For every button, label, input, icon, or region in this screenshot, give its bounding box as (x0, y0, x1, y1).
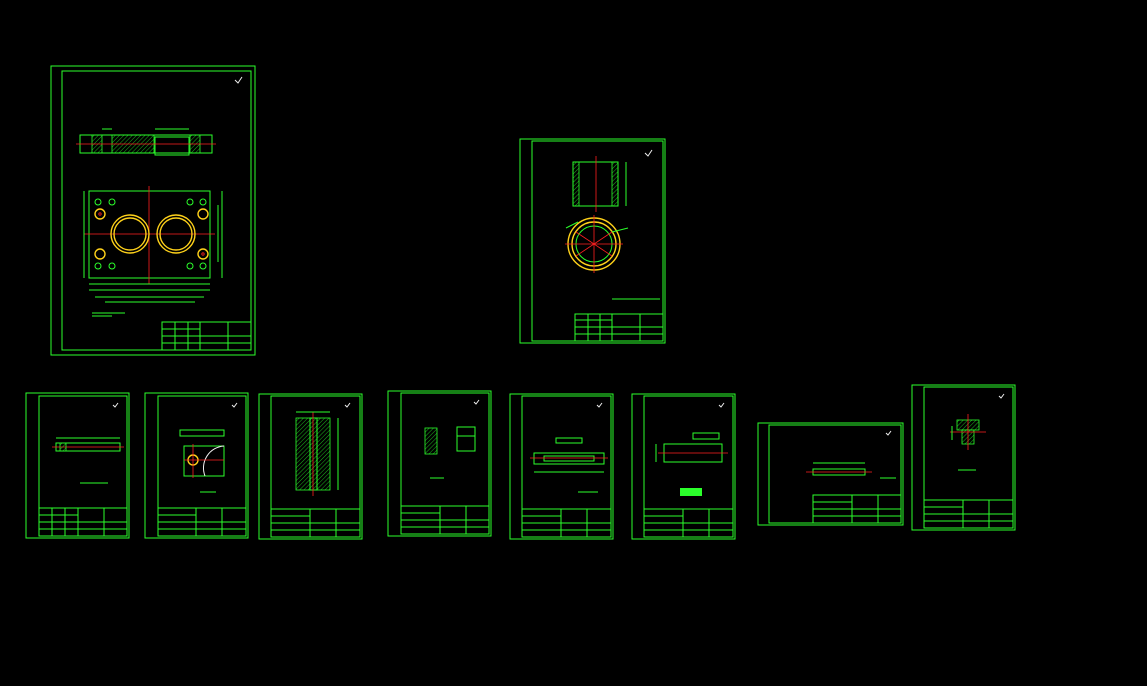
roughness-symbol-icon (473, 399, 480, 405)
drawing-sheet-10[interactable] (911, 384, 1016, 531)
drawing-sheet-9[interactable] (757, 422, 904, 526)
roughness-symbol-icon (344, 402, 351, 408)
roughness-symbol-icon (718, 402, 725, 408)
roughness-symbol-icon (644, 149, 653, 157)
roughness-symbol-icon (112, 402, 119, 408)
section-view (572, 156, 627, 212)
roughness-symbol-icon (234, 76, 243, 84)
drawing-sheet-7[interactable] (509, 393, 614, 540)
plan-view (83, 186, 223, 303)
drawing-sheet-5[interactable] (258, 393, 363, 540)
section-view (76, 128, 216, 156)
title-block (574, 313, 664, 342)
drawing-sheet-1[interactable] (50, 65, 256, 356)
drawing-sheet-2[interactable] (519, 138, 666, 344)
title-block (161, 321, 252, 351)
drawing-sheet-6[interactable] (387, 390, 492, 537)
drawing-sheet-3[interactable] (25, 392, 130, 539)
roughness-symbol-icon (231, 402, 238, 408)
plan-view (565, 215, 629, 273)
roughness-symbol-icon (885, 430, 892, 436)
drawing-sheet-8[interactable] (631, 393, 736, 540)
roughness-symbol-icon (596, 402, 603, 408)
drawing-sheet-4[interactable] (144, 392, 249, 539)
roughness-symbol-icon (998, 393, 1005, 399)
